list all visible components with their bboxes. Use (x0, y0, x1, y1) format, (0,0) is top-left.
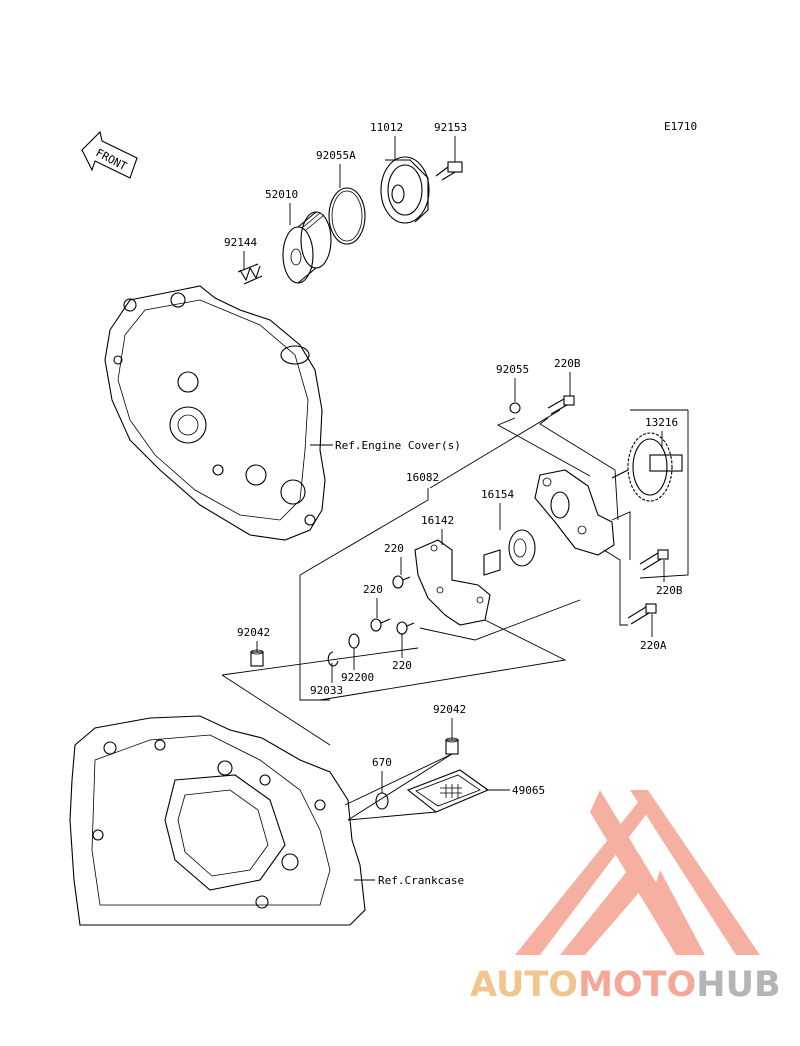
label-220-a: 220 (384, 542, 404, 555)
part-49065-strainer (406, 769, 490, 813)
part-92200-washer (348, 633, 360, 649)
watermark-text-moto: MOTO (578, 965, 696, 1005)
part-16142-cover-plate (414, 539, 491, 626)
part-92055A-o-ring (328, 187, 366, 245)
label-16142: 16142 (421, 514, 454, 527)
label-220B-top: 220B (554, 357, 581, 370)
label-92153: 92153 (434, 121, 467, 134)
label-16154: 16154 (481, 488, 514, 501)
watermark-text-hub: HUB (696, 965, 780, 1005)
front-arrow-icon: FRONT (81, 130, 138, 179)
label-220-c: 220 (392, 659, 412, 672)
crankcase-outline (69, 715, 366, 926)
part-220B-bolt-bottom (639, 549, 669, 571)
label-92055: 92055 (496, 363, 529, 376)
label-92055A: 92055A (316, 149, 356, 162)
label-92144: 92144 (224, 236, 257, 249)
svg-text:AUTOMOTOHUB: AUTOMOTOHUB (470, 965, 781, 1005)
part-92042-dowel-left (250, 649, 264, 667)
part-92144-spring (237, 263, 263, 285)
part-220-screw-c (396, 621, 415, 635)
watermark-logo: AUTOMOTOHUB (470, 790, 781, 1005)
label-92042-left: 92042 (237, 626, 270, 639)
ref-crankcase: Ref.Crankcase (378, 874, 464, 887)
part-92055-washer (509, 402, 521, 414)
part-16154-rotor (483, 529, 536, 576)
label-52010: 52010 (265, 188, 298, 201)
label-220B-bottom: 220B (656, 584, 683, 597)
label-220-b: 220 (363, 583, 383, 596)
part-220A-bolt (627, 603, 657, 625)
label-11012: 11012 (370, 121, 403, 134)
part-16082-pump-body (534, 469, 615, 556)
label-16082: 16082 (406, 471, 439, 484)
diagram-code: E1710 (664, 120, 697, 133)
label-49065: 49065 (512, 784, 545, 797)
part-92153-bolt (435, 161, 463, 181)
part-13216-gear (611, 432, 683, 502)
part-11012-filter-cap (380, 156, 430, 224)
assembly-group-lines (221, 409, 689, 746)
part-220-screw-b (370, 618, 391, 632)
label-13216: 13216 (645, 416, 678, 429)
engine-cover-outline (104, 285, 326, 541)
part-92042-dowel-right (445, 737, 459, 755)
part-220-screw-a (392, 575, 411, 589)
watermark-triangle-icon (515, 790, 760, 955)
crankcase-leader-lines (344, 753, 453, 821)
watermark-text-auto: AUTO (470, 965, 578, 1005)
label-92033: 92033 (310, 684, 343, 697)
label-92042-right: 92042 (433, 703, 466, 716)
ref-engine-cover: Ref.Engine Cover(s) (335, 439, 461, 452)
part-220B-bolt-top (547, 395, 575, 415)
label-670: 670 (372, 756, 392, 769)
part-52010-oil-filter (282, 211, 332, 284)
part-92033-clip (327, 651, 339, 667)
label-92200: 92200 (341, 671, 374, 684)
label-220A: 220A (640, 639, 667, 652)
